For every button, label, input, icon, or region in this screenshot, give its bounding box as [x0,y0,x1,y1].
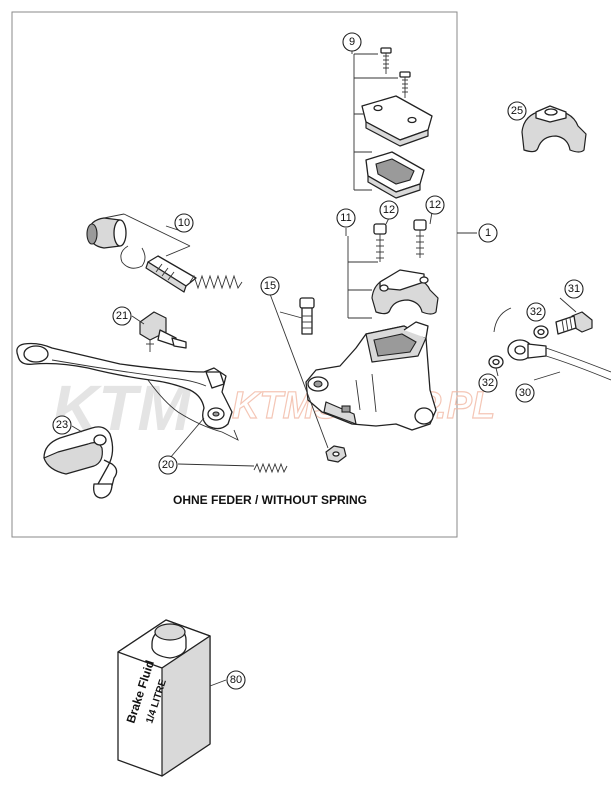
svg-text:25: 25 [511,105,523,117]
cover-screw [380,47,392,74]
callout: 21 [112,306,132,326]
callout: 32 [526,302,546,322]
svg-text:23: 23 [56,419,68,431]
callout: 80 [226,670,246,690]
piston-circlip [120,245,146,269]
clamp-bolt [413,219,427,258]
assembly-frame [11,11,458,538]
brake-line-group [488,307,611,381]
svg-text:10: 10 [178,217,190,229]
master-cylinder-body [305,321,437,431]
svg-text:12: 12 [429,199,441,211]
banjo-bolt [555,311,593,335]
svg-text:11: 11 [340,212,351,224]
svg-text:32: 32 [482,377,494,389]
svg-text:20: 20 [162,459,174,471]
return-spring [189,274,243,290]
svg-text:30: 30 [519,387,531,399]
callout: 10 [174,213,194,233]
clamp-bolt [373,223,387,262]
brake-fluid-bottle: Brake Fluid 1/4 LITRE [117,619,211,777]
callout: 1 [478,223,498,243]
cover-screw [399,71,411,98]
svg-text:31: 31 [568,283,580,295]
svg-text:32: 32 [530,306,542,318]
banjo-fitting [507,339,547,361]
brake-hose [545,347,611,373]
svg-text:80: 80 [230,674,242,686]
lever-spring [253,462,288,474]
leader-lines [71,50,577,687]
watermark-brand: KTM [52,372,192,444]
callout: 9 [342,32,362,52]
callout: 15 [260,276,280,296]
callout: 23 [52,415,72,435]
brake-lever [16,342,239,441]
callout: 25 [507,101,527,121]
handlebar-clamp [371,269,439,315]
svg-text:15: 15 [264,280,276,292]
callout: 30 [515,383,535,403]
diagram-caption: OHNE FEDER / WITHOUT SPRING [173,493,367,507]
callout: 12 [379,200,399,220]
callout: 20 [158,455,178,475]
pivot-bolt [299,297,315,335]
svg-text:1: 1 [485,227,491,239]
svg-text:21: 21 [116,310,128,322]
svg-text:12: 12 [383,204,395,216]
piston-kit [86,213,243,293]
callout: 12 [425,195,445,215]
callout: 32 [478,373,498,393]
reservoir-cover-kit [353,47,433,199]
lever-adjuster [139,311,187,352]
piston [145,255,197,293]
callout: 11 [336,208,356,228]
svg-text:9: 9 [349,36,355,48]
callout: 31 [564,279,584,299]
handlebar-clamp-spare [521,105,587,153]
